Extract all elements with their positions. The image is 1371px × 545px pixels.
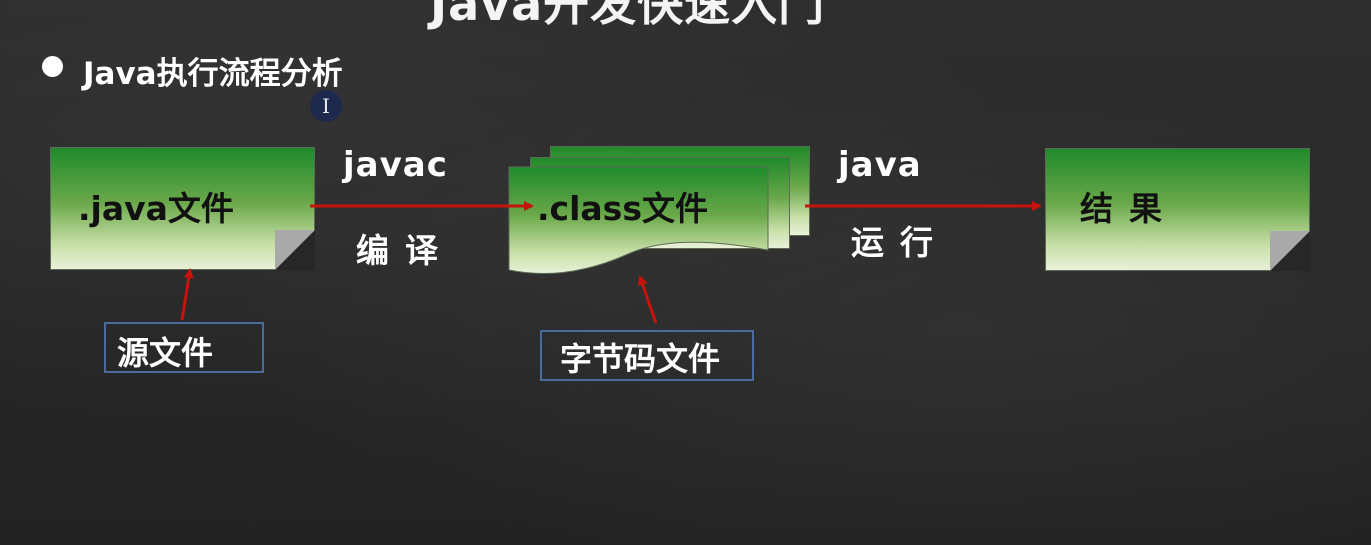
bytecode-callout-arrow [637,275,658,324]
source-file-callout-label: 源文件 [117,334,214,372]
run-command-label: java [838,145,922,185]
text-cursor-icon: I [310,90,342,122]
source-file-node [50,147,315,270]
bytecode-file-node [508,166,769,274]
bytecode-callout-label: 字节码文件 [560,340,721,378]
result-label: 结果 [1080,189,1178,228]
page-fold-icon [275,230,315,270]
result-node [1045,148,1310,271]
compile-command-label: javac [343,145,448,185]
source-file-callout-box [104,322,264,373]
run-label: 运行 [851,223,949,262]
bytecode-file-label: .class文件 [537,189,708,228]
compile-label: 编译 [356,231,454,270]
bullet-icon [42,56,63,77]
slide-title: Java开发快速入门 [430,0,826,31]
source-file-label: .java文件 [78,189,234,228]
page-fold-icon [1270,231,1310,271]
source-callout-arrow [180,268,194,321]
section-heading: Java执行流程分析 [83,56,343,92]
bytecode-callout-box [540,330,754,381]
